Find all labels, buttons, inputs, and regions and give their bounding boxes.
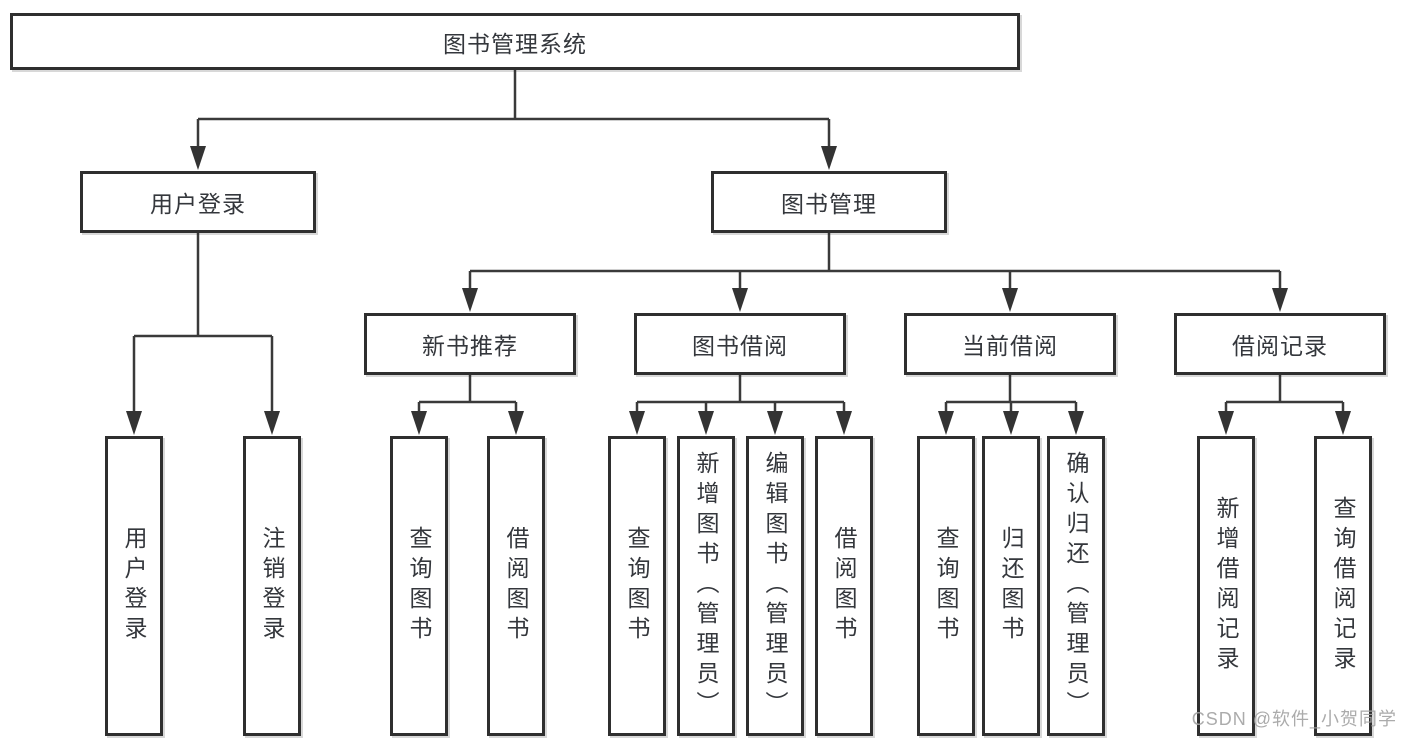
node-book-borrow: 图书借阅 xyxy=(634,313,846,375)
leaf-query-books-borrow: 查询图书 xyxy=(608,436,666,736)
leaf-return-book: 归还图书 xyxy=(982,436,1040,736)
leaf-user-login: 用户登录 xyxy=(105,436,163,736)
leaf-query-borrow-record: 查询借阅记录 xyxy=(1314,436,1372,736)
leaf-borrow-books: 借阅图书 xyxy=(815,436,873,736)
leaf-add-book-admin: 新增图书（管理员） xyxy=(677,436,735,736)
leaf-query-books-current: 查询图书 xyxy=(917,436,975,736)
node-borrow-records: 借阅记录 xyxy=(1174,313,1386,375)
node-new-book-recommend: 新书推荐 xyxy=(364,313,576,375)
node-user-login: 用户登录 xyxy=(80,171,316,233)
leaf-confirm-return-admin: 确认归还（管理员） xyxy=(1047,436,1105,736)
leaf-query-books-recommend: 查询图书 xyxy=(390,436,448,736)
node-book-management: 图书管理 xyxy=(711,171,947,233)
watermark: CSDN @软件_小贺同学 xyxy=(1191,709,1397,729)
leaf-borrow-books-recommend: 借阅图书 xyxy=(487,436,545,736)
leaf-edit-book-admin: 编辑图书（管理员） xyxy=(746,436,804,736)
node-current-borrow: 当前借阅 xyxy=(904,313,1116,375)
leaf-add-borrow-record: 新增借阅记录 xyxy=(1197,436,1255,736)
leaf-logout: 注销登录 xyxy=(243,436,301,736)
node-library-system: 图书管理系统 xyxy=(10,13,1020,70)
